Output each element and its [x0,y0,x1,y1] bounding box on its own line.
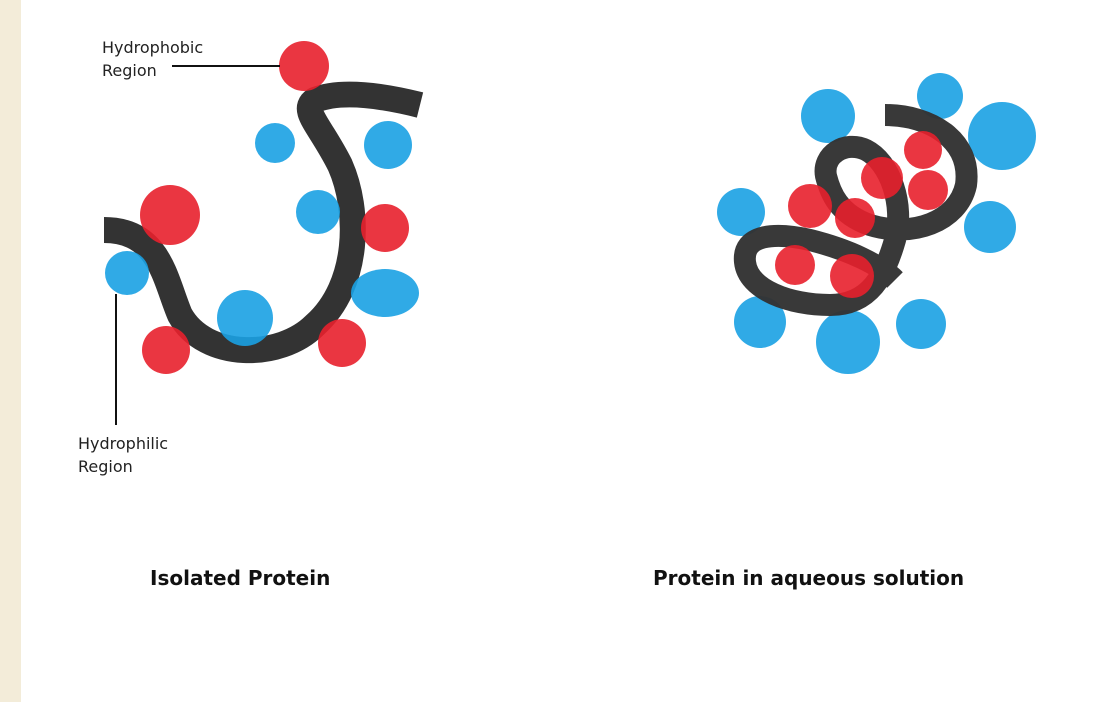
hydrophilic-bead [351,269,419,317]
hydrophilic-bead [717,188,765,236]
hydrophilic-bead [964,201,1016,253]
hydrophobic-bead [142,326,190,374]
hydrophilic-bead [734,296,786,348]
folded-protein [717,73,1036,374]
hydrophilic-bead [801,89,855,143]
hydrophilic-bead [217,290,273,346]
hydrophobic-bead [830,254,874,298]
hydrophilic-bead [364,121,412,169]
hydrophobic-bead [140,185,200,245]
hydrophilic-region-label: Hydrophilic Region [78,434,169,476]
hydrophilic-bead [917,73,963,119]
hydrophilic-bead [816,310,880,374]
hydrophilic-bead [105,251,149,295]
isolated-protein-caption: Isolated Protein [150,566,331,590]
hydrophobic-bead [835,198,875,238]
isolated-protein-chain [103,81,424,363]
hydrophilic-bead [896,299,946,349]
hydrophobic-bead [904,131,942,169]
hydrophobic-bead [279,41,329,91]
hydrophobic-bead [775,245,815,285]
hydrophobic-region-label: Hydrophobic Region [102,38,204,80]
hydrophilic-bead [255,123,295,163]
aqueous-protein-caption: Protein in aqueous solution [653,566,965,590]
isolated-protein [103,41,424,425]
hydrophobic-bead [908,170,948,210]
hydrophilic-bead [968,102,1036,170]
hydrophobic-bead [361,204,409,252]
hydrophobic-bead [861,157,903,199]
hydrophobic-bead [788,184,832,228]
hydrophilic-bead [296,190,340,234]
hydrophobic-bead [318,319,366,367]
